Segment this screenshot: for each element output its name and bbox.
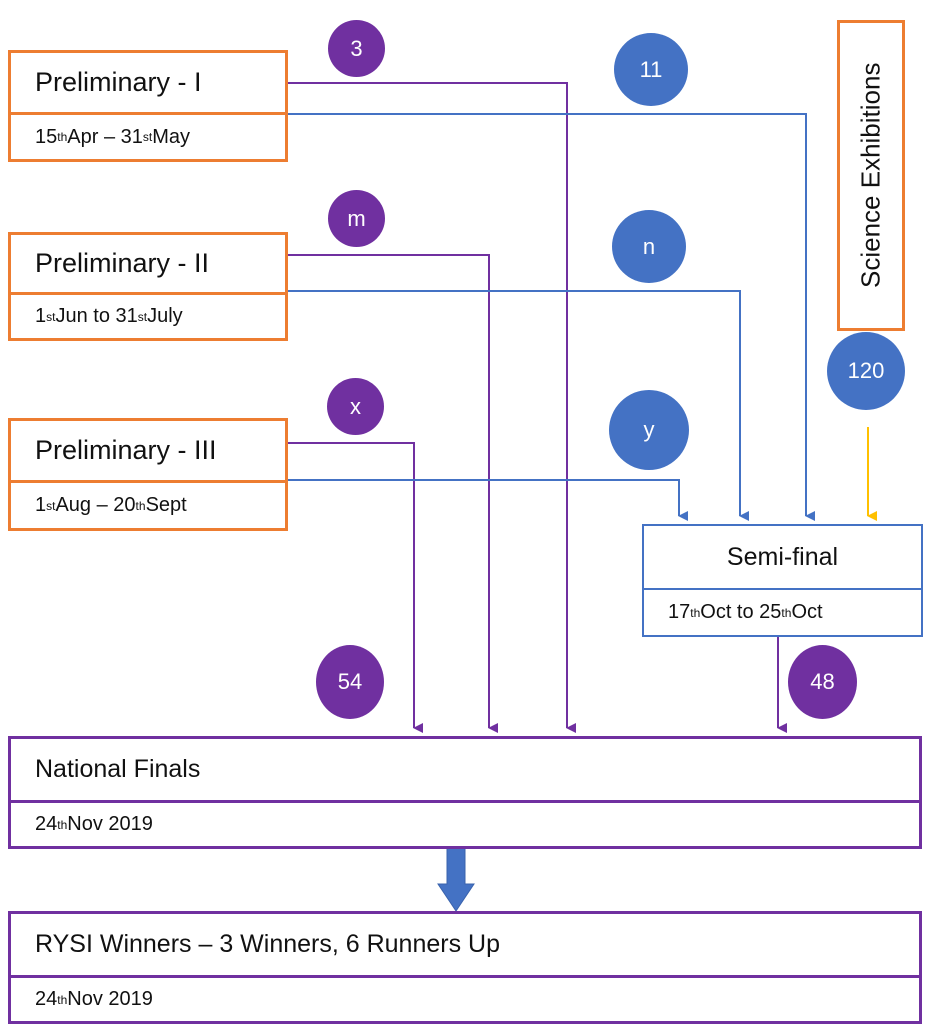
winners-title: RYSI Winners – 3 Winners, 6 Runners Up xyxy=(11,914,919,978)
wire-prelim1-to-final xyxy=(288,82,576,733)
wire-prelim3-to-final xyxy=(288,442,423,733)
badge-semi-final: 48 xyxy=(788,645,857,719)
wire-prelim2-to-semi xyxy=(288,290,749,521)
badge-prelim3-semi: y xyxy=(609,390,689,470)
prelim-3-title: Preliminary - III xyxy=(11,421,285,483)
wire-prelim3-to-semi xyxy=(288,479,688,521)
prelim-1-title: Preliminary - I xyxy=(11,53,285,115)
science-exhibitions-label: Science Exhibitions xyxy=(855,62,886,289)
science-exhibitions-box: Science Exhibitions xyxy=(837,20,905,331)
badge-prelim1-final: 3 xyxy=(328,20,385,77)
wire-prelim2-to-final xyxy=(288,254,498,733)
national-finals-title: National Finals xyxy=(11,739,919,803)
winners-box: RYSI Winners – 3 Winners, 6 Runners Up 2… xyxy=(8,911,922,1024)
badge-prelim2-semi: n xyxy=(612,210,686,283)
badge-prelim2-final: m xyxy=(328,190,385,247)
badge-direct-final: 54 xyxy=(316,645,384,719)
badge-exhibitions: 120 xyxy=(827,332,905,410)
wire-prelim1-to-semi xyxy=(288,113,815,521)
down-arrow-icon xyxy=(437,847,475,912)
semifinal-title: Semi-final xyxy=(644,526,921,590)
badge-prelim3-final: x xyxy=(327,378,384,435)
prelim-2-title: Preliminary - II xyxy=(11,235,285,295)
badge-prelim1-semi: 11 xyxy=(614,33,688,106)
